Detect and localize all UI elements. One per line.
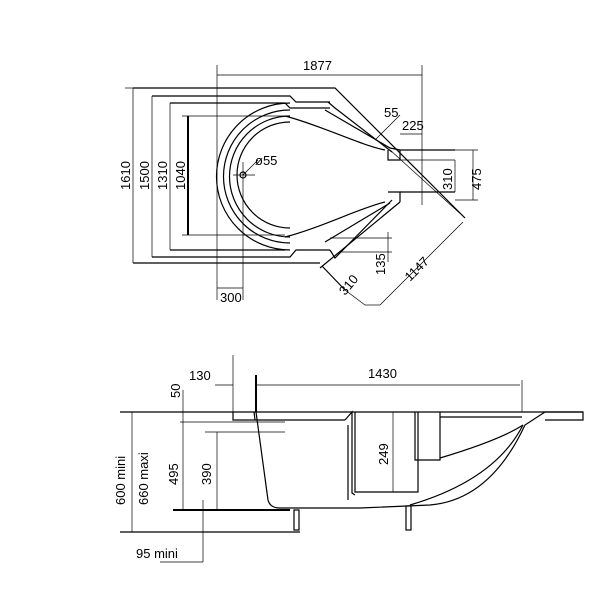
dim-50: 50	[168, 384, 183, 398]
dim-249: 249	[376, 443, 391, 465]
dim-55: 55	[384, 105, 398, 120]
dim-475: 475	[469, 168, 484, 190]
dim-1877: 1877	[303, 58, 332, 73]
dim-1430: 1430	[368, 366, 397, 381]
dim-495: 495	[166, 463, 181, 485]
dim-130: 130	[189, 368, 211, 383]
dim-310-diag: 310	[336, 272, 361, 298]
top-view-outline	[133, 87, 466, 291]
top-view-labels: 1877 1610 1500 1310 1040 ø55 55 225 310 …	[118, 58, 484, 305]
dim-600-mini: 600 mini	[113, 456, 128, 505]
dim-95-mini: 95 mini	[136, 546, 178, 561]
dim-1040: 1040	[173, 161, 188, 190]
dim-1500: 1500	[137, 161, 152, 190]
dim-390: 390	[199, 463, 214, 485]
dim-1310: 1310	[155, 161, 170, 190]
dim-1610: 1610	[118, 161, 133, 190]
dim-135: 135	[373, 253, 388, 275]
top-view-dimension-lines	[125, 65, 478, 306]
dim-225: 225	[402, 118, 424, 133]
foot-right	[405, 505, 412, 531]
dim-1147: 1147	[402, 254, 432, 284]
side-view-dimension-lines	[131, 355, 523, 563]
dim-660-maxi: 660 maxi	[136, 452, 151, 505]
side-view-feet	[293, 505, 412, 531]
dim-drain-diameter: ø55	[255, 153, 277, 168]
foot-left	[293, 509, 300, 531]
dim-300: 300	[220, 290, 242, 305]
side-view-outline	[120, 410, 584, 533]
side-view-labels: 130 1430 50 600 mini 660 maxi 495 390 24…	[113, 366, 397, 561]
dim-310-step: 310	[440, 168, 455, 190]
